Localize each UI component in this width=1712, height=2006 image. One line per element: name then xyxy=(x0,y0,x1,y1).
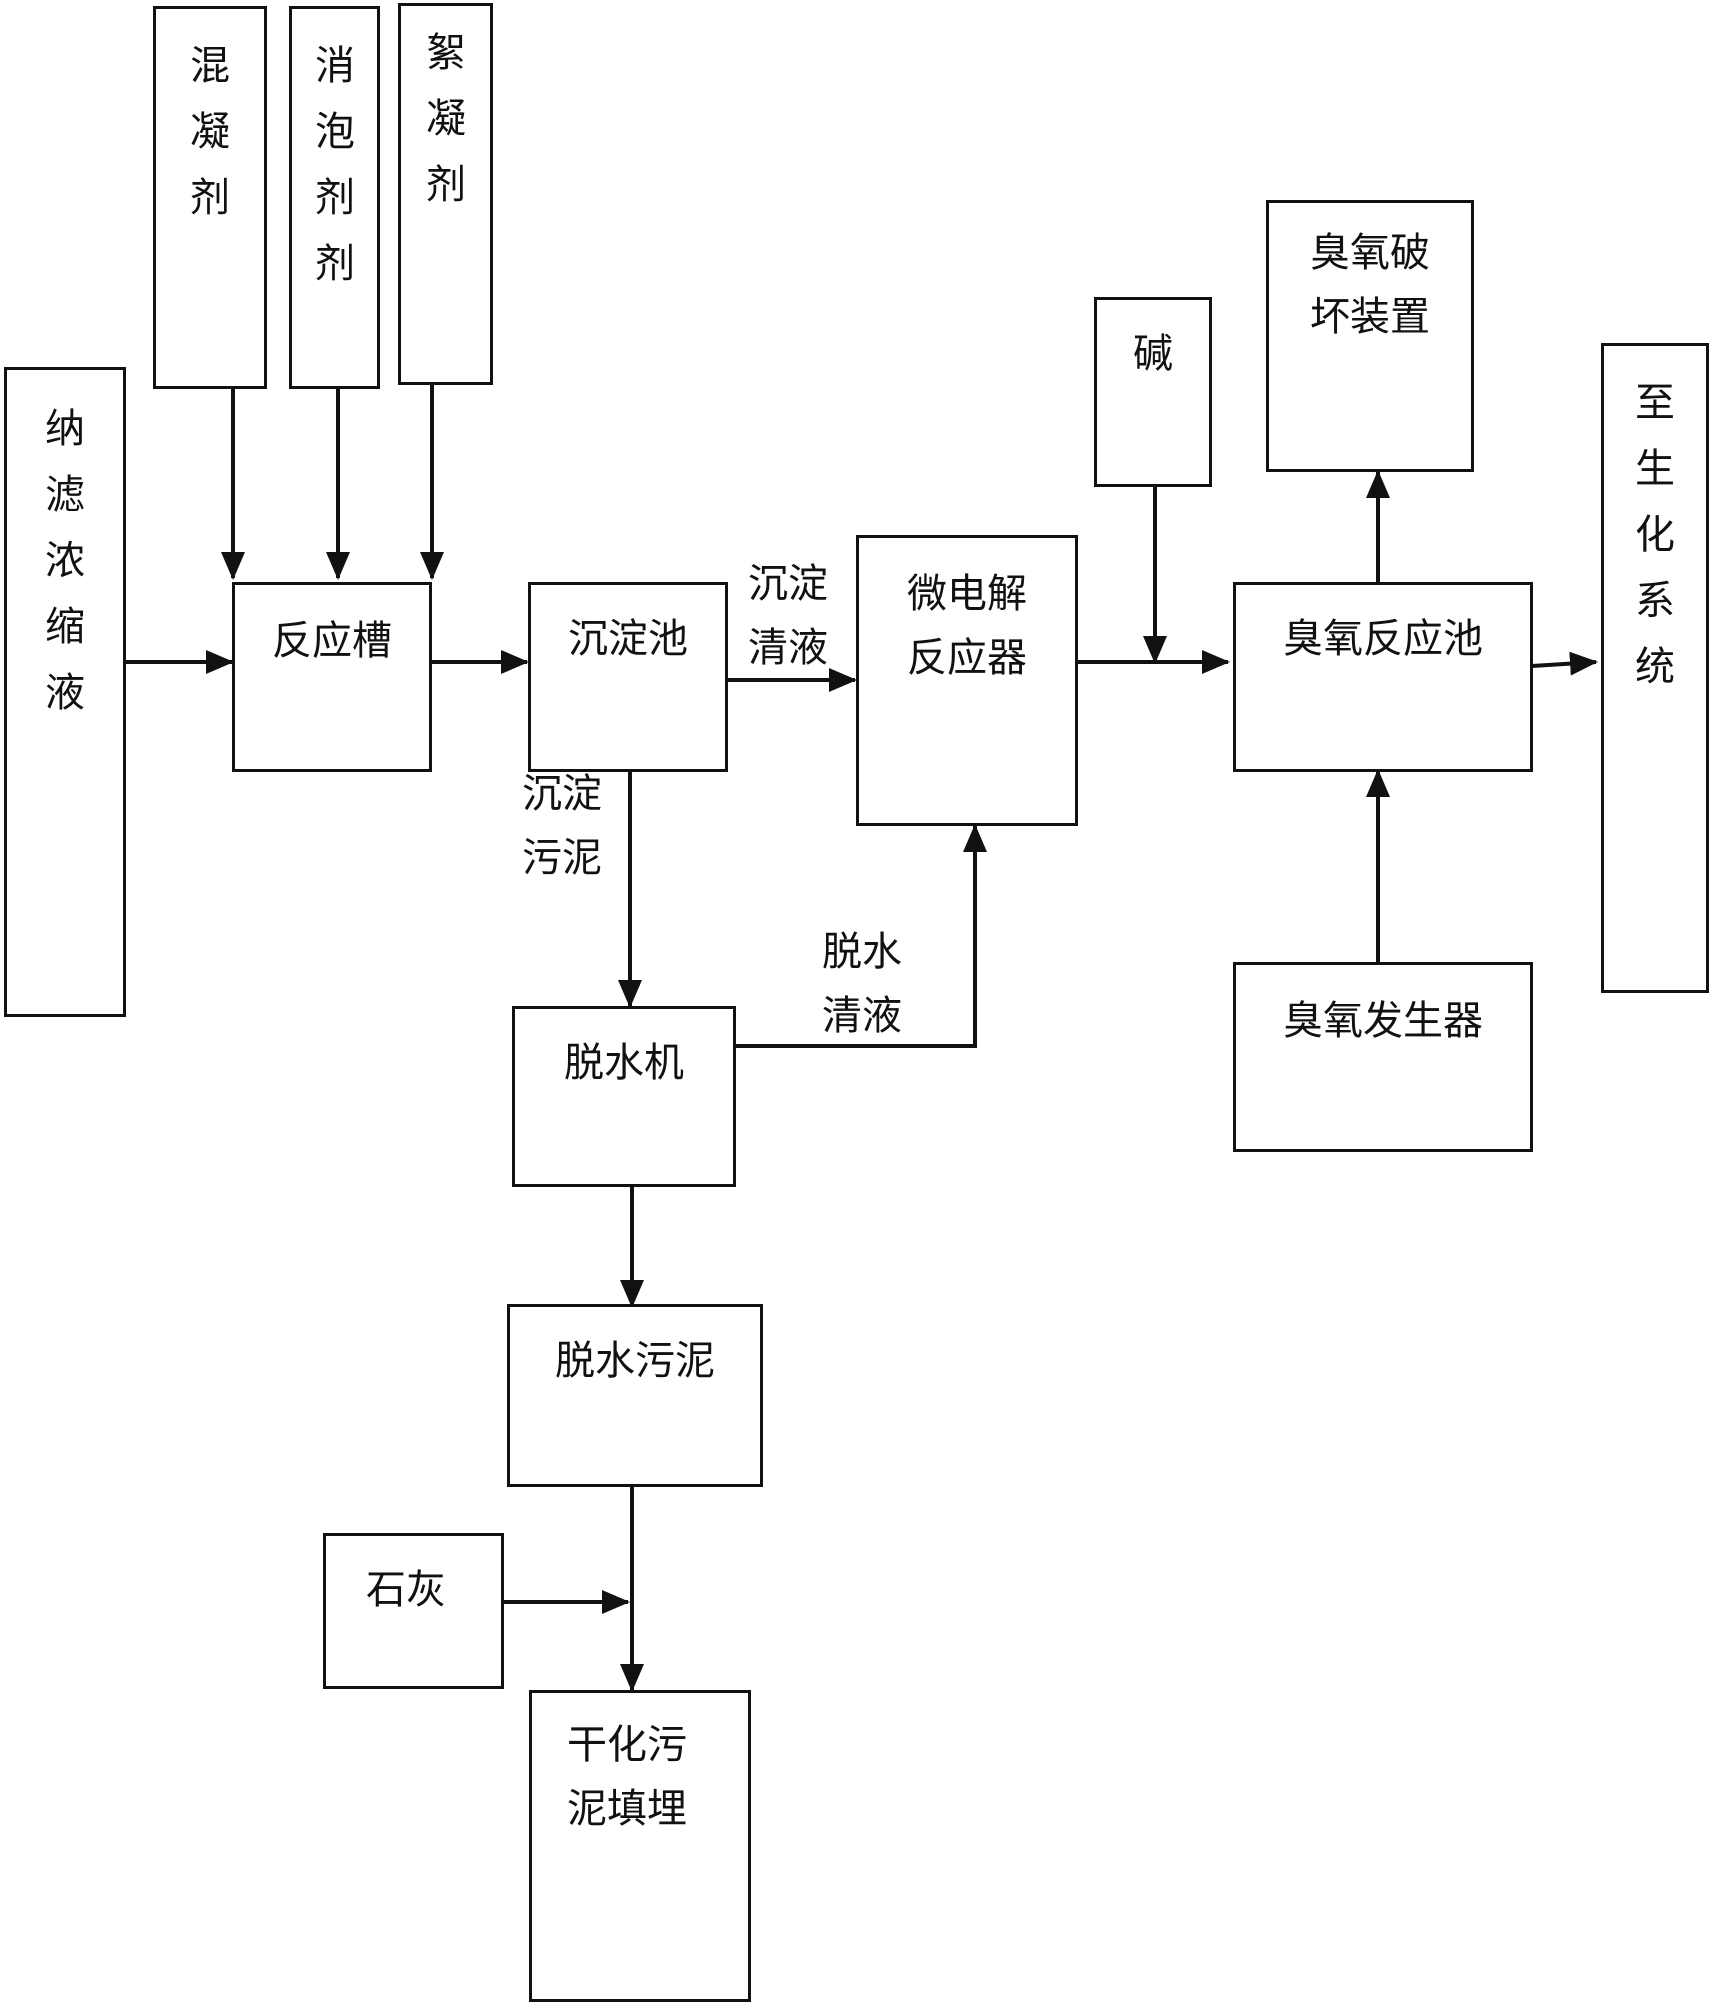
ozone-generator-box: 臭氧发生器 xyxy=(1233,962,1533,1152)
defoamer-label: 消 泡 剂 剂 xyxy=(315,43,355,287)
to-biochemical-system-label: 至 生 化 系 统 xyxy=(1635,380,1675,690)
settled-sludge-label: 沉淀 污泥 xyxy=(522,771,602,881)
nanofiltration-concentrate-box: 纳 滤 浓 缩 液 xyxy=(4,367,126,1017)
dewatering-machine-label: 脱水机 xyxy=(564,1040,684,1086)
dewatered-sludge-box: 脱水污泥 xyxy=(507,1304,763,1487)
arrow-ozone-tank-to-biochemical xyxy=(1531,651,1598,676)
flocculant-label: 絮 凝 剂 xyxy=(426,30,466,208)
ozone-reaction-tank-box: 臭氧反应池 xyxy=(1233,582,1533,772)
coagulant-label: 混 凝 剂 xyxy=(190,43,230,221)
nanofiltration-concentrate-label: 纳 滤 浓 缩 液 xyxy=(45,406,85,716)
dried-sludge-landfill-box: 干化污 泥填埋 xyxy=(529,1690,751,2002)
dried-sludge-landfill-label: 干化污 泥填埋 xyxy=(567,1722,687,1832)
sedimentation-tank-box: 沉淀池 xyxy=(528,582,728,772)
coagulant-box: 混 凝 剂 xyxy=(153,6,267,389)
settled-supernatant-label: 沉淀 清液 xyxy=(748,561,828,671)
ozone-generator-label: 臭氧发生器 xyxy=(1283,998,1483,1044)
defoamer-box: 消 泡 剂 剂 xyxy=(289,6,380,389)
dewatering-filtrate-label: 脱水 清液 xyxy=(822,929,902,1039)
alkali-box: 碱 xyxy=(1094,297,1212,487)
dewatered-sludge-label: 脱水污泥 xyxy=(555,1338,715,1384)
ozone-reaction-tank-label: 臭氧反应池 xyxy=(1283,616,1483,662)
lime-label: 石灰 xyxy=(366,1567,446,1613)
micro-electrolysis-reactor-label: 微电解 反应器 xyxy=(907,571,1027,681)
reaction-tank-label: 反应槽 xyxy=(272,618,392,664)
ozone-destruction-device-label: 臭氧破 坏装置 xyxy=(1310,230,1430,340)
to-biochemical-system-box: 至 生 化 系 统 xyxy=(1601,343,1709,993)
alkali-label: 碱 xyxy=(1133,331,1173,377)
flocculant-box: 絮 凝 剂 xyxy=(398,3,493,385)
micro-electrolysis-reactor-box: 微电解 反应器 xyxy=(856,535,1078,826)
reaction-tank-box: 反应槽 xyxy=(232,582,432,772)
lime-box: 石灰 xyxy=(323,1533,504,1689)
arrow-dewatering-filtrate-to-micro-electrolysis xyxy=(736,824,987,1048)
sedimentation-tank-label: 沉淀池 xyxy=(568,616,688,662)
dewatering-machine-box: 脱水机 xyxy=(512,1006,736,1187)
ozone-destruction-device-box: 臭氧破 坏装置 xyxy=(1266,200,1474,472)
